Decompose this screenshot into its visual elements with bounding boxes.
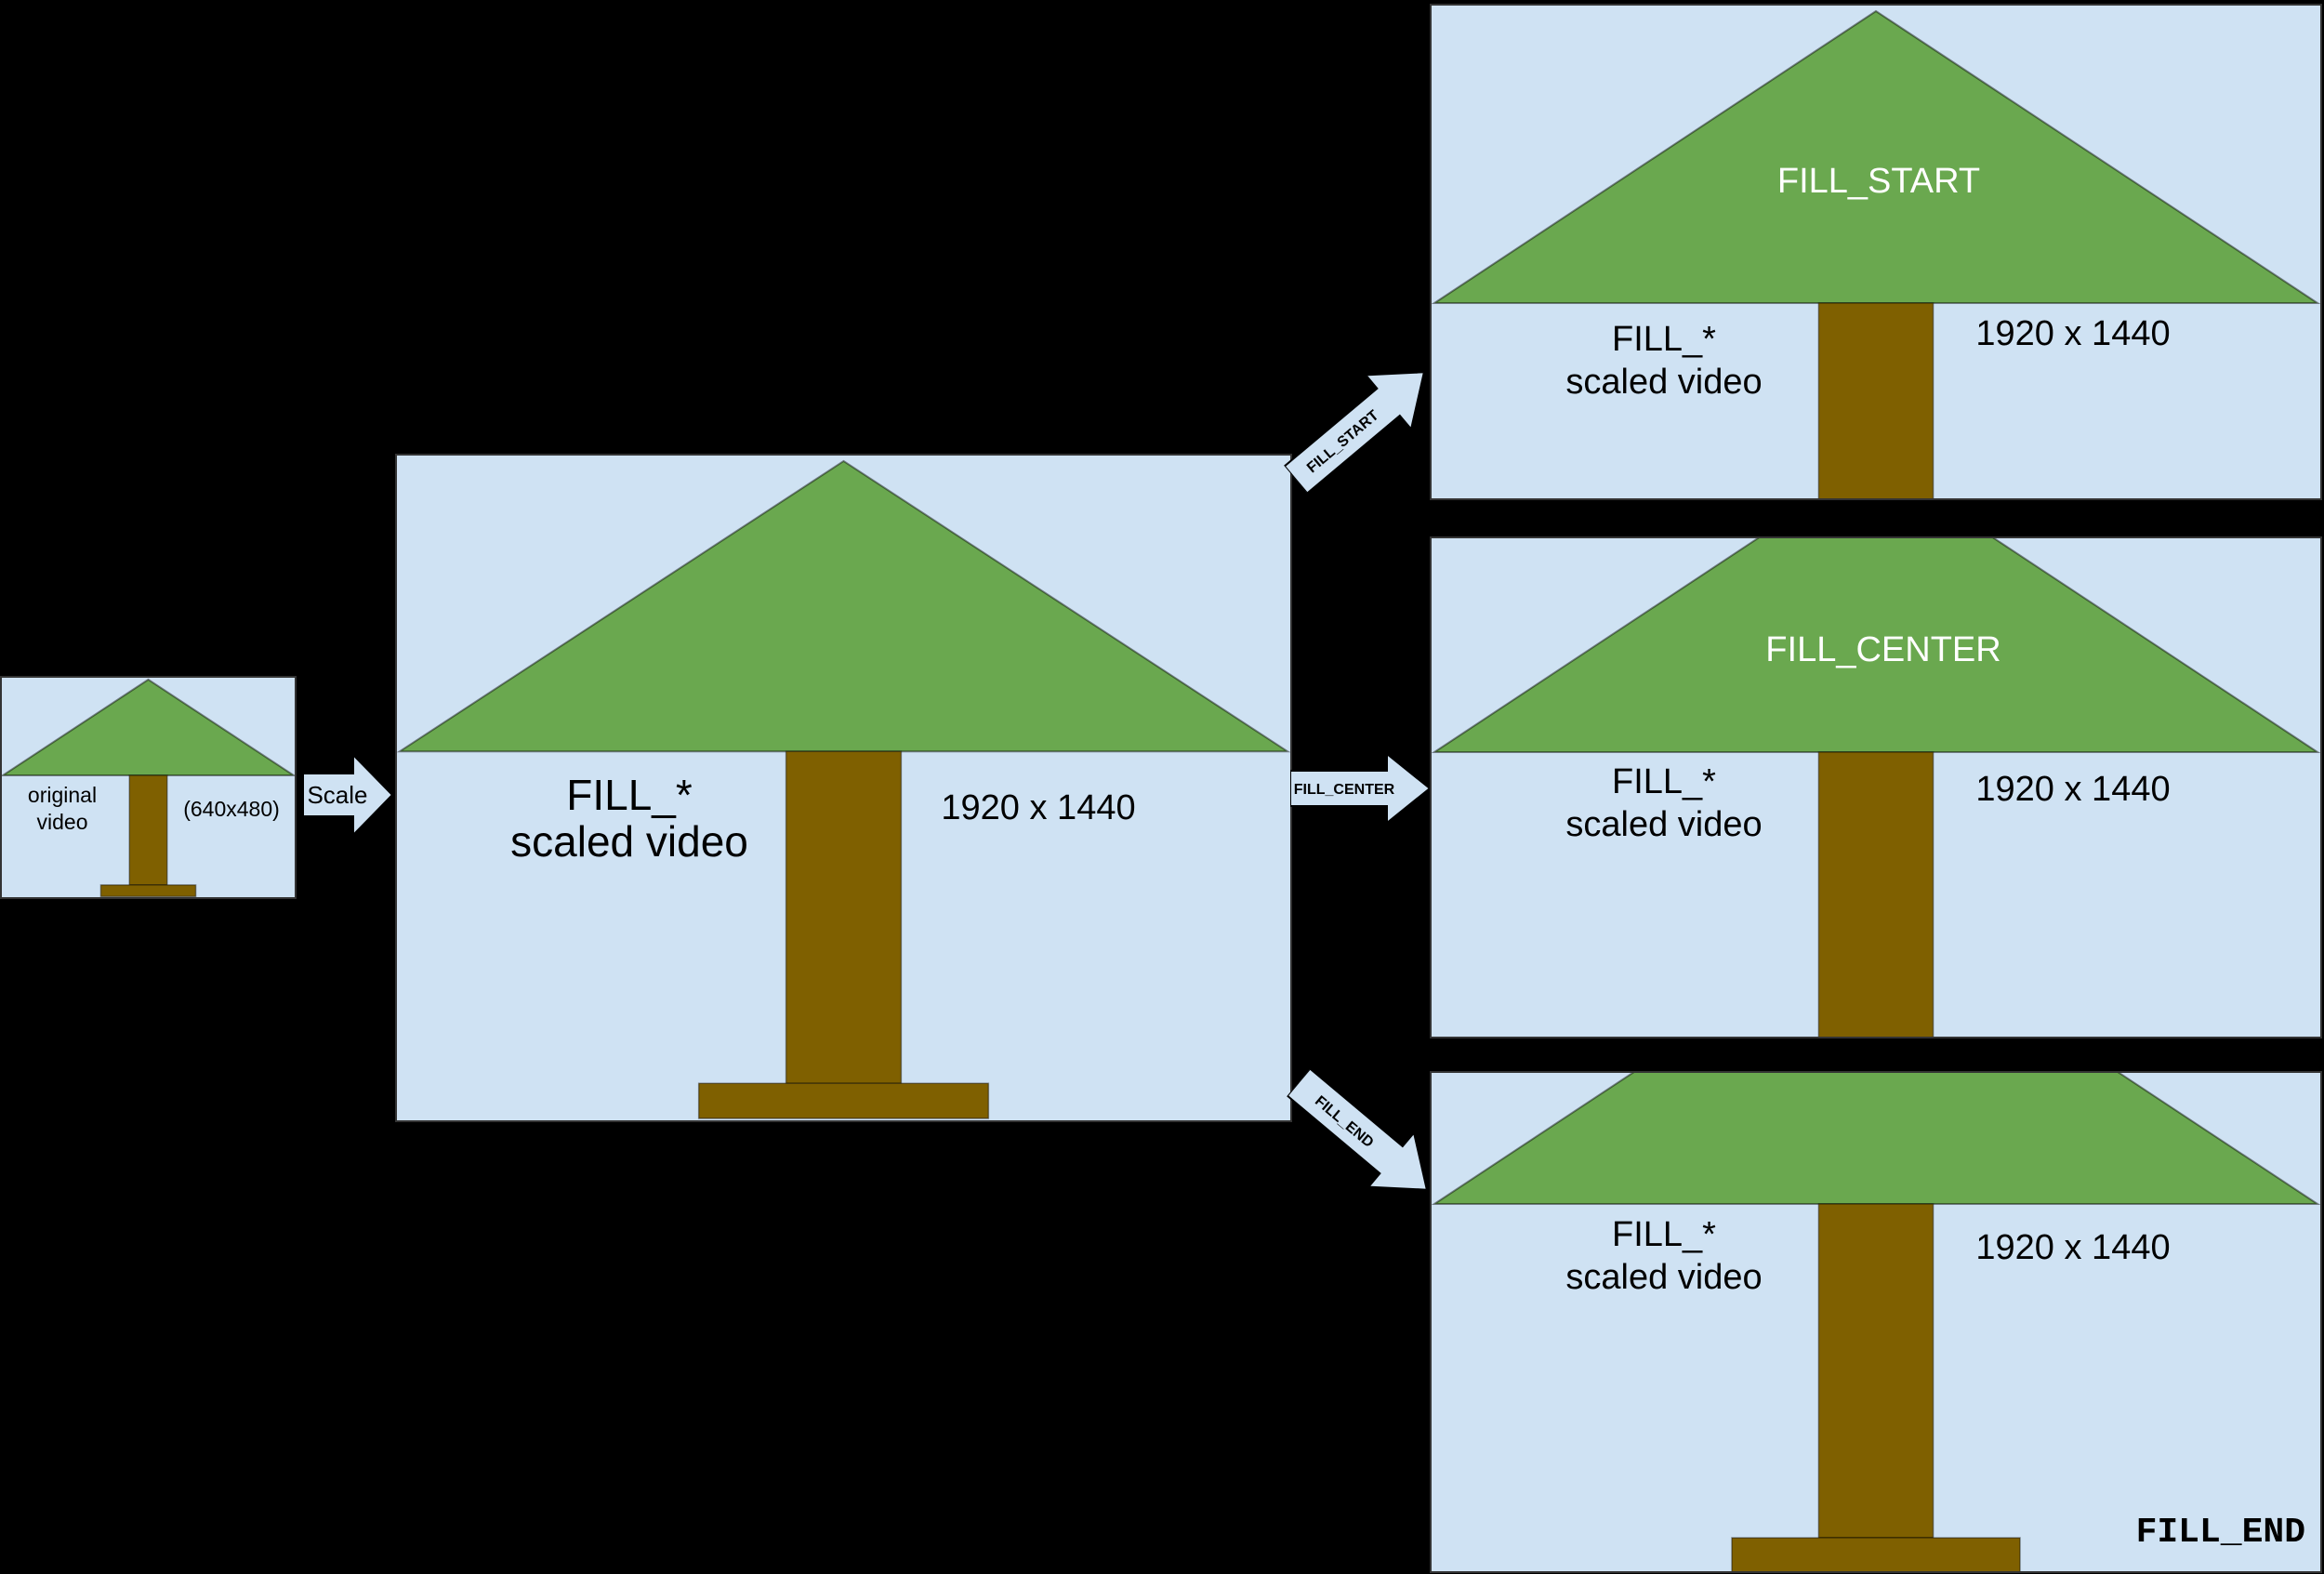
scaled-video-label-line2: scaled video xyxy=(1565,805,1763,844)
tree-base-icon xyxy=(100,885,195,896)
scaled-video-label: FILL_* scaled video xyxy=(1565,318,1762,403)
tree-icon xyxy=(1432,538,2320,1037)
tree-trunk-icon xyxy=(129,775,167,885)
scaled-video-label-line1: FILL_* xyxy=(1612,762,1716,801)
fill-center-arrow-label: FILL_CENTER xyxy=(1294,782,1395,798)
fill-start-overlay-label: FILL_START xyxy=(1776,162,1981,201)
scaled-dimensions-label: 1920 x 1440 xyxy=(1975,770,2171,809)
fill-center-arrow: FILL_CENTER xyxy=(1290,753,1430,824)
tree-icon xyxy=(2,678,295,897)
tree-canopy-icon xyxy=(400,461,1287,751)
original-video-label: original video xyxy=(28,782,97,836)
fill-center-box: FILL_CENTER FILL_* scaled video 1920 x 1… xyxy=(1430,536,2322,1038)
tree-icon xyxy=(1432,6,2320,498)
tree-canopy-icon xyxy=(1434,1073,2317,1204)
fill-end-corner-label: FILL_END xyxy=(2135,1513,2305,1553)
tree-base-icon xyxy=(1732,1538,2020,1571)
fill-start-arrow-shape xyxy=(1283,371,1426,495)
tree-trunk-icon xyxy=(786,751,902,1083)
fill-end-box: FILL_* scaled video 1920 x 1440 FILL_END xyxy=(1430,1071,2322,1573)
fill-end-arrow-shape xyxy=(1286,1067,1429,1191)
scale-arrow-shape xyxy=(303,754,392,836)
scale-arrow: Scale xyxy=(303,754,392,836)
original-video-box: original video (640x480) xyxy=(0,676,297,899)
scaled-dimensions-label: 1920 x 1440 xyxy=(941,788,1136,827)
fill-end-content xyxy=(1432,1073,2320,1571)
tree-canopy-icon xyxy=(3,680,294,775)
fill-start-content xyxy=(1432,6,2320,498)
tree-canopy-icon xyxy=(1434,11,2317,303)
original-video-label-line2: video xyxy=(36,810,88,834)
scaled-video-label-line2: scaled video xyxy=(1565,1258,1763,1297)
scaled-video-box: FILL_* scaled video 1920 x 1440 xyxy=(395,454,1292,1122)
scaled-video-label: FILL_* scaled video xyxy=(1565,1213,1762,1299)
scaled-video-label-line2: scaled video xyxy=(1565,363,1763,402)
scale-arrow-label: Scale xyxy=(307,781,367,809)
scaled-video-label-line2: scaled video xyxy=(510,817,748,866)
original-dimensions-label: (640x480) xyxy=(183,797,280,821)
scaled-video-label-line1: FILL_* xyxy=(1612,320,1716,359)
fill-start-box: FILL_START FILL_* scaled video 1920 x 14… xyxy=(1430,4,2322,500)
scaled-video-label-line1: FILL_* xyxy=(566,771,693,819)
original-video-label-line1: original xyxy=(27,783,98,807)
scaled-video-label-line1: FILL_* xyxy=(1612,1215,1716,1254)
tree-trunk-icon xyxy=(1818,1204,1933,1538)
scaled-video-label: FILL_* scaled video xyxy=(1565,761,1762,846)
scaled-video-label: FILL_* scaled video xyxy=(510,772,748,865)
tree-icon xyxy=(397,456,1290,1120)
fill-center-arrow-shape xyxy=(1290,753,1430,824)
fill-start-arrow: FILL_START xyxy=(1283,371,1426,495)
fill-center-overlay-label: FILL_CENTER xyxy=(1765,630,2001,669)
scaled-dimensions-label: 1920 x 1440 xyxy=(1975,1228,2171,1267)
fill-end-arrow: FILL_END xyxy=(1286,1067,1429,1191)
tree-trunk-icon xyxy=(1818,752,1933,1037)
tree-trunk-icon xyxy=(1818,303,1933,498)
scaled-dimensions-label: 1920 x 1440 xyxy=(1975,314,2171,353)
tree-icon xyxy=(1432,1073,2320,1571)
fill-center-content xyxy=(1432,538,2320,1037)
tree-base-icon xyxy=(699,1083,989,1118)
